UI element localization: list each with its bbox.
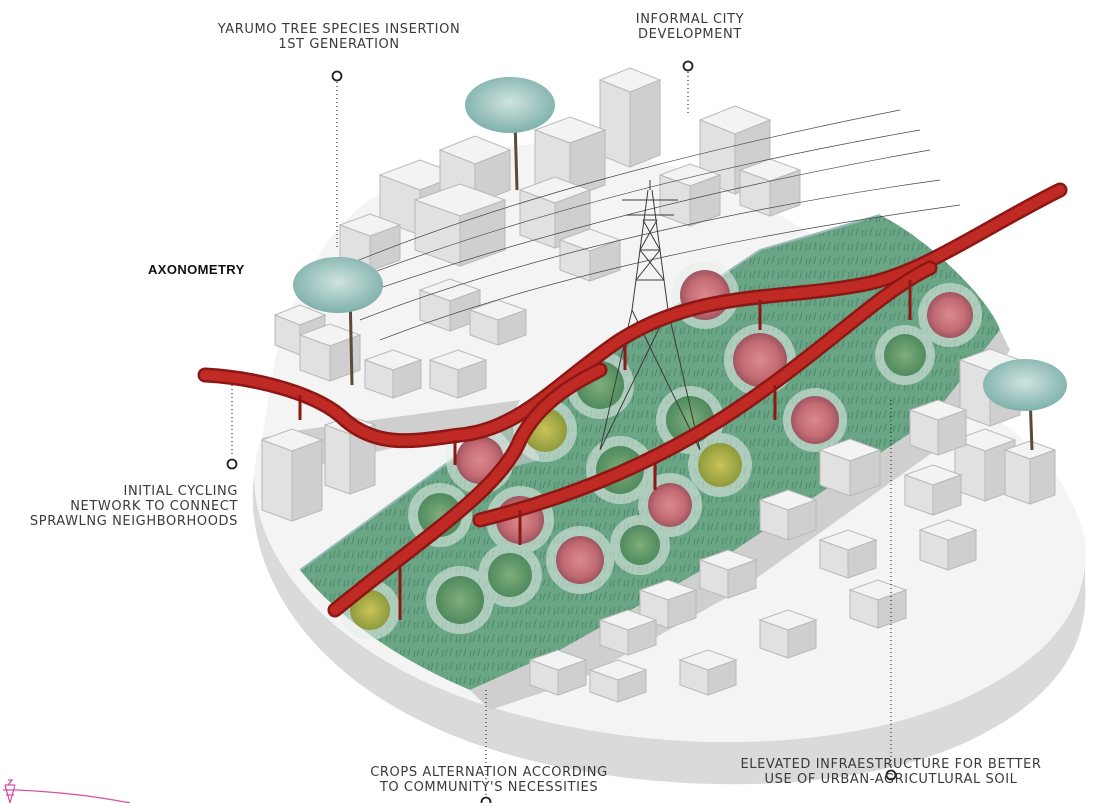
bridge-pillars — [298, 280, 912, 620]
label-elevated-infrastructure: ELEVATED INFRAESTRUCTURE FOR BETTER USE … — [740, 757, 1042, 787]
diagram-title: AXONOMETRY — [148, 262, 245, 277]
label-yarumo-trees: YARUMO TREE SPECIES INSERTION 1ST GENERA… — [217, 22, 461, 52]
yarumo-trees — [293, 77, 1067, 451]
buildings-right — [528, 348, 1057, 703]
pylon-logo-icon — [3, 779, 131, 803]
elevated-bridge — [197, 182, 1068, 618]
informal-buildings-top — [273, 67, 802, 399]
leader-lines — [231, 72, 892, 795]
label-crops-alternation: CROPS ALTERNATION ACCORDING TO COMMUNITY… — [370, 765, 608, 795]
power-pylon — [599, 180, 701, 451]
label-informal-city: INFORMAL CITY DEVELOPMENT — [635, 12, 745, 42]
label-cycling-network: INITIAL CYCLING NETWORK TO CONNECT SPRAW… — [29, 484, 238, 529]
leader-dots — [226, 60, 897, 803]
